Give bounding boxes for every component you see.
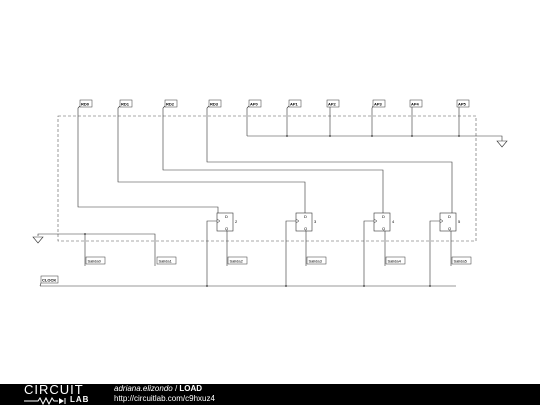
ground-symbol-right: [496, 140, 508, 148]
junction: [206, 285, 208, 287]
circuit-schematic: D Q 2 D Q 3 D Q 4 D Q 5 RD: [32, 99, 508, 287]
flipflop-d-pin: D: [382, 214, 385, 219]
wire-clock-ff2: [206, 220, 217, 286]
net-label-text: RD0: [81, 102, 90, 107]
flipflop-q-pin: Q: [225, 226, 228, 231]
circuit-url-link[interactable]: http://circuitlab.com/c9hxuz4: [114, 394, 215, 403]
flipflop-number: 4: [392, 219, 395, 224]
flipflop-number: 3: [314, 219, 317, 224]
junction: [411, 135, 413, 137]
junction: [84, 233, 86, 235]
net-label-ap2[interactable]: AP2: [326, 99, 340, 108]
net-label-rd3[interactable]: RD3: [206, 99, 222, 109]
net-label-salida5[interactable]: Salida5: [450, 256, 472, 266]
net-label-salida4[interactable]: Salida4: [384, 256, 406, 266]
junction: [285, 285, 287, 287]
wire-rd3: [206, 108, 453, 213]
junction: [371, 135, 373, 137]
net-label-text: Salida4: [388, 258, 402, 263]
net-label-text: Salida1: [159, 258, 173, 263]
net-label-salida1[interactable]: Salida1: [154, 256, 177, 266]
net-label-text: AP1: [290, 102, 299, 107]
footer-bar: CIRCUIT LAB adriana.elizondo / LOAD http…: [0, 382, 540, 405]
logo-text-top: CIRCUIT: [24, 382, 84, 397]
net-label-text: AP5: [458, 102, 467, 107]
net-label-text: AP0: [250, 102, 259, 107]
title-separator: /: [172, 384, 180, 393]
junction: [329, 135, 331, 137]
net-label-text: Salida2: [230, 258, 244, 263]
net-label-salida2[interactable]: Salida2: [226, 256, 248, 266]
wire-ap-bus: [247, 135, 503, 141]
net-label-ap5[interactable]: AP5: [456, 99, 470, 108]
net-label-text: Salida3: [309, 258, 323, 263]
wire-clock-ff5: [429, 220, 440, 286]
wire-rd1: [117, 108, 306, 213]
net-label-salida3[interactable]: Salida3: [305, 256, 327, 266]
dashed-subcircuit-box: [57, 115, 477, 242]
junction: [429, 285, 431, 287]
flipflop-d-pin: D: [448, 214, 451, 219]
logo-text-bottom: LAB: [70, 395, 90, 404]
net-label-text: RD2: [166, 102, 175, 107]
flipflop-3[interactable]: D Q 3: [295, 212, 317, 232]
net-label-text: RD3: [210, 102, 219, 107]
junction: [286, 135, 288, 137]
net-label-ap1[interactable]: AP1: [286, 99, 302, 109]
net-label-text: AP3: [374, 102, 383, 107]
net-label-text: CLOCK: [42, 278, 56, 283]
junction: [458, 135, 460, 137]
net-label-text: AP2: [328, 102, 337, 107]
net-label-rd0[interactable]: RD0: [77, 99, 93, 109]
net-label-text: Salida0: [88, 258, 102, 263]
net-label-ap0[interactable]: AP0: [246, 99, 262, 109]
flipflop-2[interactable]: D Q 2: [216, 212, 238, 232]
wire-rd2: [162, 108, 384, 213]
net-label-rd1[interactable]: RD1: [117, 99, 133, 109]
wire-left-ground-bus: [37, 233, 156, 260]
flipflop-d-pin: D: [225, 214, 228, 219]
wire-rd0: [77, 108, 219, 213]
wire-clock-ff3: [285, 220, 296, 286]
net-label-salida0[interactable]: Salida0: [84, 256, 106, 266]
flipflop-number: 5: [458, 219, 461, 224]
circuit-title: LOAD: [179, 384, 203, 393]
ground-symbol-left: [32, 236, 44, 244]
flipflop-q-pin: Q: [304, 226, 307, 231]
resistor-squiggle-icon: [24, 397, 66, 405]
net-label-text: AP4: [411, 102, 420, 107]
junction: [363, 285, 365, 287]
footer-caption: adriana.elizondo / LOAD http://circuitla…: [114, 384, 215, 404]
net-label-rd2[interactable]: RD2: [162, 99, 178, 109]
net-label-ap4[interactable]: AP4: [409, 99, 423, 108]
net-label-text: RD1: [121, 102, 130, 107]
flipflop-number: 2: [235, 219, 238, 224]
author-name[interactable]: adriana.elizondo: [114, 384, 173, 393]
net-label-ap3[interactable]: AP3: [371, 99, 386, 109]
flipflop-5[interactable]: D Q 5: [439, 212, 461, 232]
circuitlab-logo[interactable]: CIRCUIT LAB: [24, 382, 96, 405]
flipflop-q-pin: Q: [382, 226, 385, 231]
wire-clock-ff4: [363, 220, 374, 286]
flipflop-q-pin: Q: [448, 226, 451, 231]
net-label-clock[interactable]: CLOCK: [39, 275, 59, 287]
flipflop-d-pin: D: [304, 214, 307, 219]
flipflop-4[interactable]: D Q 4: [373, 212, 395, 232]
net-label-text: Salida5: [454, 258, 468, 263]
